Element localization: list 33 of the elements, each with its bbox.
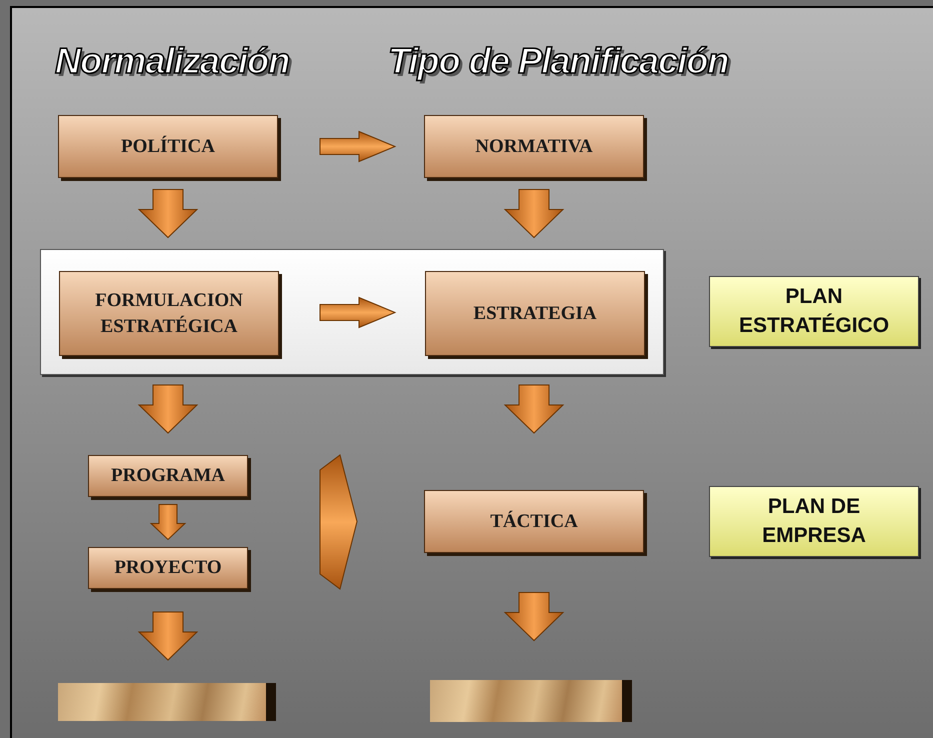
process-box: [424, 490, 644, 553]
block-arrow: [504, 384, 564, 434]
crumpled-paper-block: [430, 680, 632, 722]
process-box: [58, 115, 278, 178]
block-arrow: [138, 612, 198, 661]
box-label: POLÍTICA: [120, 134, 216, 159]
box-label: PLAN ESTRATÉGICO: [738, 284, 890, 338]
plan-box: [709, 276, 919, 347]
process-box: [59, 271, 279, 356]
block-arrow: [504, 189, 564, 238]
column-heading: Tipo de Planificación: [388, 39, 729, 83]
column-heading: Normalización: [55, 39, 290, 83]
process-box: [424, 115, 644, 178]
box-label: NORMATIVA: [474, 134, 594, 159]
box-label: FORMULACION ESTRATÉGICA: [94, 288, 244, 338]
box-label: PROGRAMA: [110, 464, 226, 488]
block-arrow: [138, 384, 198, 434]
block-arrow: [150, 504, 186, 540]
box-label: ESTRATEGIA: [472, 302, 598, 326]
group-panel: [40, 249, 664, 375]
block-arrow: [504, 592, 564, 642]
block-arrow: [320, 296, 396, 328]
plan-box: [709, 486, 919, 557]
chevron-arrow: [320, 454, 358, 590]
block-arrow: [138, 189, 198, 238]
process-box: [88, 547, 248, 589]
box-label: PLAN DE EMPRESA: [761, 494, 867, 548]
crumpled-paper-block: [58, 683, 276, 721]
box-label: TÁCTICA: [489, 510, 579, 534]
box-label: PROYECTO: [113, 556, 223, 580]
process-box: [425, 271, 645, 356]
process-box: [88, 455, 248, 497]
block-arrow: [320, 130, 396, 162]
